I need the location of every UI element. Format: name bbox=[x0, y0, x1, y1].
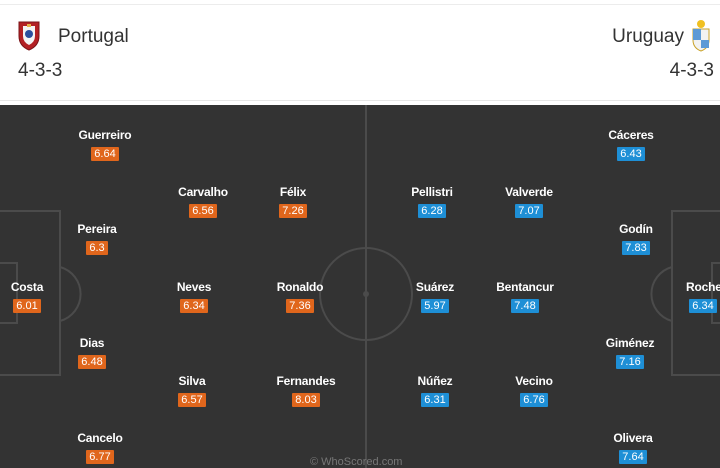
player-pellistri[interactable]: Pellistri 6.28 bbox=[387, 184, 477, 219]
player-nunez[interactable]: Núñez 6.31 bbox=[390, 373, 480, 408]
player-rating: 5.97 bbox=[421, 299, 449, 313]
player-dias[interactable]: Dias 6.48 bbox=[47, 335, 137, 370]
player-rating: 7.83 bbox=[622, 241, 650, 255]
player-cancelo[interactable]: Cancelo 6.77 bbox=[55, 430, 145, 465]
watermark: © WhoScored.com bbox=[310, 456, 403, 468]
right-goal-area bbox=[711, 262, 720, 324]
player-rating: 6.3 bbox=[86, 241, 108, 255]
player-name: Pereira bbox=[77, 222, 117, 236]
player-valverde[interactable]: Valverde 7.07 bbox=[484, 184, 574, 219]
match-header: Portugal 4-3-3 Uruguay 4-3-3 bbox=[0, 0, 720, 104]
player-vecino[interactable]: Vecino 6.76 bbox=[489, 373, 579, 408]
player-name: Godín bbox=[619, 222, 653, 236]
player-name: Costa bbox=[10, 280, 44, 294]
player-name: Rochet bbox=[686, 280, 720, 294]
home-team-name[interactable]: Portugal bbox=[58, 26, 129, 47]
player-guerreiro[interactable]: Guerreiro 6.64 bbox=[60, 127, 150, 162]
player-name: Vecino bbox=[515, 374, 553, 388]
header-divider bbox=[0, 4, 720, 5]
player-olivera[interactable]: Olivera 7.64 bbox=[588, 430, 678, 465]
player-fernandes[interactable]: Fernandes 8.03 bbox=[261, 373, 351, 408]
player-rating: 7.64 bbox=[619, 450, 647, 464]
away-formation: 4-3-3 bbox=[669, 60, 714, 81]
away-team-name[interactable]: Uruguay bbox=[612, 26, 684, 47]
right-penalty-arc bbox=[650, 266, 673, 322]
player-rating: 6.01 bbox=[13, 299, 41, 313]
player-silva[interactable]: Silva 6.57 bbox=[147, 373, 237, 408]
player-rating: 7.48 bbox=[511, 299, 539, 313]
player-rochet[interactable]: Rochet 6.34 bbox=[686, 279, 720, 314]
player-rating: 6.76 bbox=[520, 393, 548, 407]
player-name: Bentancur bbox=[496, 280, 554, 294]
player-name: Carvalho bbox=[178, 185, 228, 199]
player-name: Cancelo bbox=[77, 431, 123, 445]
player-name: Félix bbox=[279, 185, 307, 199]
player-pereira[interactable]: Pereira 6.3 bbox=[52, 221, 142, 256]
player-rating: 7.36 bbox=[286, 299, 314, 313]
player-ronaldo[interactable]: Ronaldo 7.36 bbox=[255, 279, 345, 314]
player-name: Ronaldo bbox=[276, 280, 324, 294]
player-suarez[interactable]: Suárez 5.97 bbox=[390, 279, 480, 314]
player-rating: 6.64 bbox=[91, 147, 119, 161]
player-neves[interactable]: Neves 6.34 bbox=[149, 279, 239, 314]
header-divider bbox=[0, 100, 720, 101]
player-rating: 6.57 bbox=[178, 393, 206, 407]
player-carvalho[interactable]: Carvalho 6.56 bbox=[158, 184, 248, 219]
player-caceres[interactable]: Cáceres 6.43 bbox=[586, 127, 676, 162]
player-name: Pellistri bbox=[411, 185, 453, 199]
player-rating: 6.34 bbox=[180, 299, 208, 313]
center-spot bbox=[363, 291, 369, 297]
player-rating: 7.26 bbox=[279, 204, 307, 218]
player-name: Neves bbox=[176, 280, 212, 294]
left-penalty-arc bbox=[59, 266, 82, 322]
uruguay-crest-icon bbox=[692, 20, 710, 52]
player-felix[interactable]: Félix 7.26 bbox=[248, 184, 338, 219]
pitch: Guerreiro 6.64 Carvalho 6.56 Félix 7.26 Per… bbox=[0, 105, 720, 468]
portugal-crest-icon bbox=[18, 21, 40, 51]
left-goal-area bbox=[0, 262, 18, 324]
player-rating: 6.31 bbox=[421, 393, 449, 407]
player-gimenez[interactable]: Giménez 7.16 bbox=[585, 335, 675, 370]
right-penalty-area bbox=[671, 210, 720, 376]
player-rating: 6.34 bbox=[689, 299, 717, 313]
player-name: Fernandes bbox=[276, 374, 336, 388]
pitch-markings bbox=[0, 105, 720, 468]
player-godin[interactable]: Godín 7.83 bbox=[591, 221, 681, 256]
player-costa[interactable]: Costa 6.01 bbox=[0, 279, 72, 314]
player-rating: 6.28 bbox=[418, 204, 446, 218]
player-rating: 7.16 bbox=[616, 355, 644, 369]
player-rating: 8.03 bbox=[292, 393, 320, 407]
player-name: Olivera bbox=[613, 431, 653, 445]
player-name: Suárez bbox=[415, 280, 455, 294]
center-circle bbox=[319, 247, 413, 341]
player-name: Cáceres bbox=[608, 128, 654, 142]
player-name: Guerreiro bbox=[78, 128, 132, 142]
player-rating: 6.48 bbox=[78, 355, 106, 369]
player-name: Valverde bbox=[505, 185, 553, 199]
player-name: Núñez bbox=[417, 374, 453, 388]
player-name: Giménez bbox=[605, 336, 655, 350]
player-rating: 6.43 bbox=[617, 147, 645, 161]
player-name: Silva bbox=[178, 374, 206, 388]
player-rating: 6.56 bbox=[189, 204, 217, 218]
player-bentancur[interactable]: Bentancur 7.48 bbox=[480, 279, 570, 314]
player-name: Dias bbox=[79, 336, 105, 350]
home-formation: 4-3-3 bbox=[18, 60, 63, 81]
player-rating: 6.77 bbox=[86, 450, 114, 464]
player-rating: 7.07 bbox=[515, 204, 543, 218]
left-penalty-area bbox=[0, 210, 61, 376]
